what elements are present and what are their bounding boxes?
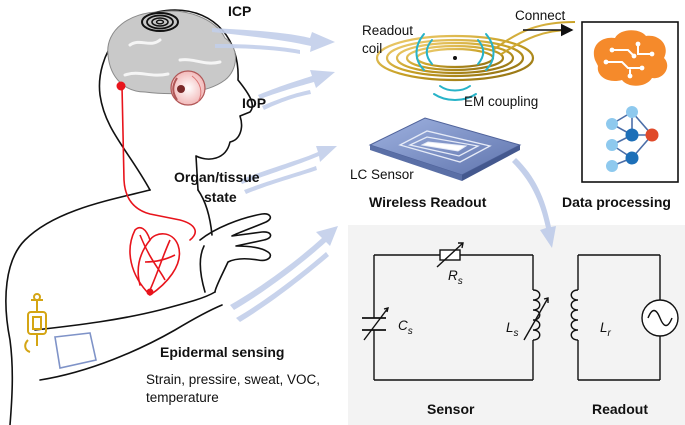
label-lc-sensor: LC Sensor [350, 167, 414, 182]
nerve-node-heart [146, 288, 154, 296]
label-connect: Connect [515, 8, 566, 23]
label-readout-coil-line1: Readout [362, 23, 413, 38]
heart-illustration [129, 226, 181, 297]
chest-outline [197, 189, 213, 236]
label-sensor: Sensor [427, 401, 475, 417]
lc-sensor-chip [368, 117, 522, 181]
nervous-system-path [121, 85, 196, 286]
label-resistor-rs: Rs [448, 268, 463, 287]
eye-illustration [170, 70, 206, 106]
coil-center-dot [453, 56, 457, 60]
left-arm-outline [34, 291, 216, 331]
label-epidermal-detail-line2: temperature [146, 390, 219, 405]
label-inductor-lr: Lr [600, 320, 612, 339]
label-em-coupling: EM coupling [464, 94, 538, 109]
hand-outline [199, 213, 272, 293]
label-organ-tissue-line2: state [204, 189, 237, 205]
human-figure [5, 9, 272, 425]
circuit-panel-background [348, 225, 685, 425]
sensor-circuit [362, 242, 549, 381]
back-outline [5, 189, 151, 425]
readout-circuit [570, 254, 679, 381]
hand-fingers [199, 245, 206, 293]
em-wave-icons [415, 33, 495, 101]
label-epidermal-sensing: Epidermal sensing [160, 344, 284, 360]
label-readout-coil-line2: coil [362, 41, 382, 56]
label-readout: Readout [592, 401, 648, 417]
label-icp: ICP [228, 3, 251, 19]
neural-network-icon [606, 106, 659, 172]
left-arm-underside [39, 304, 223, 381]
epidermal-sensor-patch [54, 332, 97, 369]
nerve-node-brain [116, 81, 126, 91]
flow-arrow-to-circuit [512, 158, 556, 248]
epidermal-sensor-gold [24, 293, 47, 353]
flow-arrows-from-body [212, 28, 338, 322]
icp-sensor-spiral [141, 12, 179, 32]
label-iop: IOP [242, 95, 266, 111]
label-capacitor-cs: Cs [398, 318, 413, 337]
label-wireless-readout: Wireless Readout [369, 194, 487, 210]
label-epidermal-detail-line1: Strain, pressire, sweat, VOC, [146, 372, 320, 387]
label-inductor-ls: Ls [506, 320, 519, 339]
ai-brain-icon [593, 30, 668, 86]
label-data-processing: Data processing [562, 194, 671, 210]
label-organ-tissue-line1: Organ/tissue [174, 169, 260, 185]
brain-illustration [107, 10, 236, 95]
